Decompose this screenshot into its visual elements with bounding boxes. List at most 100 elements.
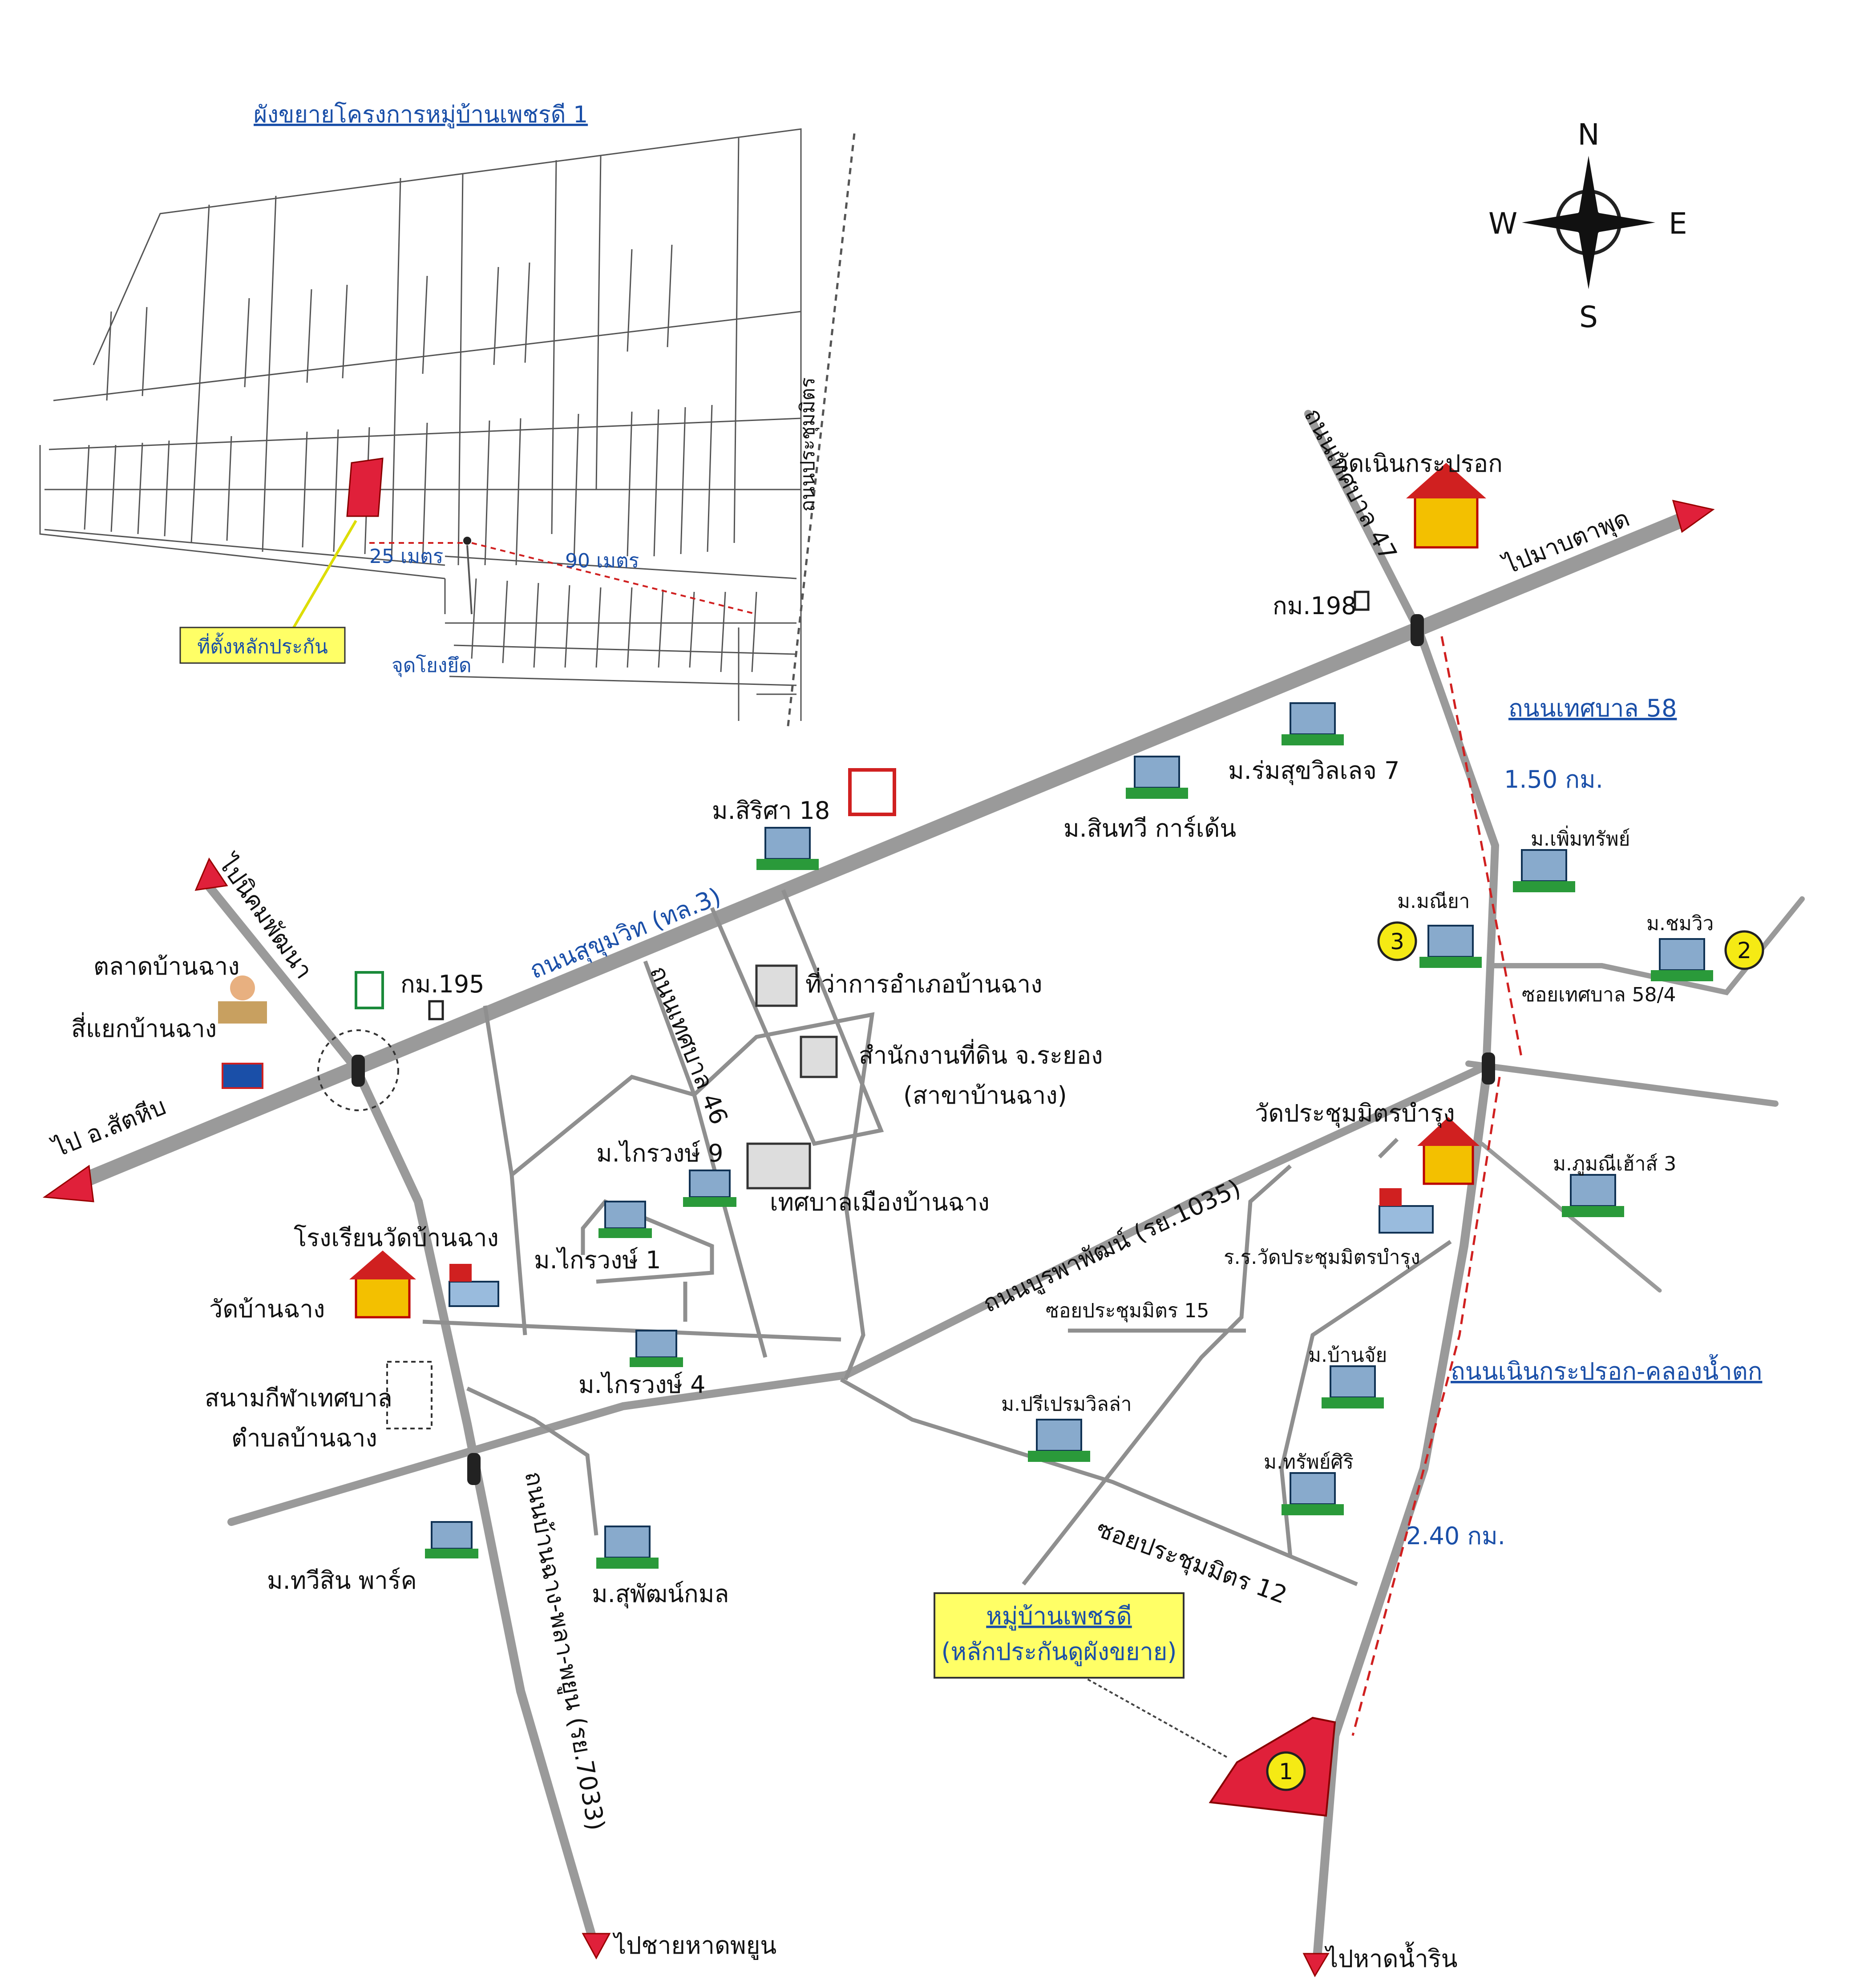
label-pripremvilla: ม.ปรีเปรมวิลล่า xyxy=(1001,1393,1132,1416)
village-house-icon xyxy=(1322,1365,1384,1408)
label-wat-noen: วัดเนินกระปรอก xyxy=(1335,449,1503,478)
svg-text:1: 1 xyxy=(1279,1759,1293,1785)
isuzu-logo xyxy=(848,768,896,816)
market-icon xyxy=(218,975,267,1024)
label-wat-banchang: วัดบ้านฉาง xyxy=(209,1295,325,1323)
label-municipality: เทศบาลเมืองบ้านฉาง xyxy=(770,1188,990,1216)
label-taweesin: ม.ทวีสิน พาร์ค xyxy=(267,1566,417,1594)
label-noen-khlong: ถนนเนินกระปรอก-คลองน้ำตก xyxy=(1451,1354,1762,1385)
label-chomwiw: ม.ชมวิว xyxy=(1646,912,1714,935)
village-house-icon xyxy=(425,1521,478,1558)
label-school-banchang: โรงเรียนวัดบ้านฉาง xyxy=(294,1224,499,1252)
village-house-icon xyxy=(598,1201,652,1238)
label-market: ตลาดบ้านฉาง xyxy=(93,952,240,980)
label-to-namrin: ไปหาดน้ำริน xyxy=(1324,1942,1458,1973)
village-house-icon xyxy=(1126,756,1188,799)
temple-icon xyxy=(1417,1117,1480,1185)
label-thesaban58: ถนนเทศบาล 58 xyxy=(1508,694,1677,722)
village-house-icon xyxy=(630,1330,683,1367)
place-labels: วัดเนินกระปรอก ตลาดบ้านฉาง สี่แยกบ้านฉาง… xyxy=(71,449,1503,1452)
roads xyxy=(42,410,1805,1978)
compass-n: N xyxy=(1577,117,1599,152)
label-stadium-2: ตำบลบ้านฉาง xyxy=(231,1424,377,1452)
label-km195: กม.195 xyxy=(400,970,485,998)
school-icon xyxy=(449,1264,499,1307)
office-building-icon xyxy=(755,964,798,1007)
target-callout xyxy=(934,1592,1185,1679)
label-phoemsap: ม.เพิ่มทรัพย์ xyxy=(1531,825,1630,850)
village-house-icon xyxy=(1282,702,1344,745)
inset-collateral-lot xyxy=(346,457,384,517)
tesco-lotus-logo xyxy=(222,1063,263,1089)
guide-dist-150 xyxy=(1440,636,1523,1060)
target-line2: (หลักประกันดูผังขยาย) xyxy=(941,1638,1177,1666)
compass-s: S xyxy=(1579,300,1598,334)
label-sirisa: ม.สิริศา 18 xyxy=(712,797,830,825)
label-thesaban47: ถนนเทศบาล 47 xyxy=(1299,404,1403,566)
seven-eleven-logo xyxy=(355,971,384,1009)
inset-title: ผังขยายโครงการหมู่บ้านเพชรดี 1 xyxy=(254,101,588,129)
guide-dist-240 xyxy=(1351,1076,1501,1736)
label-school-prachum: ร.ร.วัดประชุมมิตรบำรุง xyxy=(1224,1246,1420,1269)
label-kraiwong9: ม.ไกรวงษ์ 9 xyxy=(596,1139,723,1167)
label-maneeya: ม.มณียา xyxy=(1397,890,1470,913)
inset-plan: ผังขยายโครงการหมู่บ้านเพชรดี 1 xyxy=(39,101,856,730)
compass-e: E xyxy=(1669,206,1687,241)
village-house-icon xyxy=(1028,1419,1090,1462)
label-burapha: ถนนบูรพาพัฒน์ (รย.1035) xyxy=(978,1174,1245,1319)
label-soi-pm15: ซอยประชุมมิตร 15 xyxy=(1046,1299,1209,1323)
label-land-office-branch: (สาขาบ้านฉาง) xyxy=(903,1081,1067,1109)
label-wat-prachum: วัดประชุมมิตรบำรุง xyxy=(1255,1099,1455,1128)
school-icon xyxy=(1379,1188,1434,1234)
inset-road-line xyxy=(786,133,856,730)
village-house-icon xyxy=(596,1526,659,1569)
label-dist-150: 1.50 กม. xyxy=(1504,765,1603,793)
village-house-icon xyxy=(1651,938,1713,981)
label-district-office: ที่ว่าการอำเภอบ้านฉาง xyxy=(805,967,1043,998)
office-building-icon xyxy=(746,1142,811,1190)
road-banchang-phla xyxy=(200,877,596,1940)
km-post-icon xyxy=(428,1000,444,1020)
junction-circle xyxy=(317,1029,399,1111)
stadium-outline xyxy=(386,1361,433,1429)
label-to-phayun: ไปชายหาดพยูน xyxy=(612,1931,776,1960)
arrow-to-sattahip xyxy=(42,1165,94,1202)
village-house-icon xyxy=(756,827,819,870)
inset-dist-25: 25 เมตร xyxy=(369,545,443,568)
road-noen-khlong xyxy=(1313,1072,1491,1963)
label-banjai: ม.บ้านจัย xyxy=(1308,1344,1387,1367)
svg-text:2: 2 xyxy=(1737,938,1751,963)
village-house-icon xyxy=(1513,849,1575,892)
inset-dist-90: 90 เมตร xyxy=(565,550,639,572)
label-thesaban46: ถนนเทศบาล 46 xyxy=(644,962,733,1128)
arrow-to-namrin xyxy=(1302,1953,1330,1978)
label-soi-58-4: ซอยเทศบาล 58/4 xyxy=(1522,983,1676,1006)
temple-icon xyxy=(349,1251,416,1319)
village-icons xyxy=(425,702,1713,1569)
inset-road-label: ถนนประชุมมิตร xyxy=(796,377,820,512)
label-kraiwong4: ม.ไกรวงษ์ 4 xyxy=(578,1371,705,1399)
marker-3 xyxy=(1377,921,1417,961)
inset-anchor-point xyxy=(463,537,471,545)
village-labels: ม.สิริศา 18 ม.ร่มสุขวิลเลจ 7 ม.สินทวี กา… xyxy=(267,757,1714,1609)
label-km198: กม.198 xyxy=(1273,592,1357,620)
marker-1 xyxy=(1266,1751,1306,1791)
label-dist-240: 2.40 กม. xyxy=(1406,1522,1505,1550)
arrow-to-nikhom xyxy=(194,857,228,891)
label-phumnee: ม.ภูมณีเฮ้าส์ 3 xyxy=(1553,1153,1676,1176)
village-house-icon xyxy=(1562,1174,1624,1217)
compass-rose: N S E W xyxy=(1488,117,1687,334)
label-sinthawee: ม.สินทวี การ์เด้น xyxy=(1063,814,1236,842)
village-house-icon xyxy=(683,1170,736,1207)
traffic-light-icon xyxy=(467,1453,481,1485)
label-kraiwong1: ม.ไกรวงษ์ 1 xyxy=(534,1246,661,1274)
inset-collateral-label: ที่ตั้งหลักประกัน xyxy=(197,632,328,658)
svg-text:3: 3 xyxy=(1390,929,1404,955)
inset-anchor-label: จุดโยงยึด xyxy=(392,654,472,677)
arrow-to-phayun xyxy=(582,1933,611,1960)
direction-labels: ไปมาบตาพุด ไป อ.สัตหีบ ไปนิคมพัฒนา ไปชาย… xyxy=(48,504,1634,1973)
label-supsiri: ม.ทรัพย์ศิริ xyxy=(1264,1451,1354,1473)
compass-w: W xyxy=(1488,206,1517,241)
label-supatkamol: ม.สุพัฒน์กมล xyxy=(592,1580,729,1609)
traffic-light-icon xyxy=(1411,614,1424,646)
